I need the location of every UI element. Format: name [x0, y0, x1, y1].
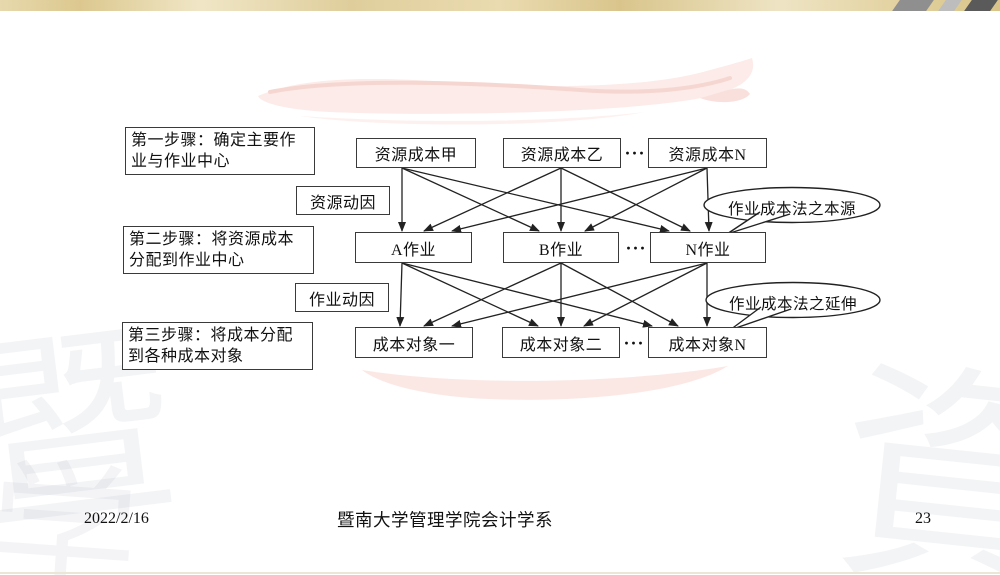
- pink-swoosh-top: [258, 58, 754, 125]
- footer-page-number: 23: [915, 510, 931, 527]
- band-decor-stripe-2: [938, 0, 962, 11]
- cost-object-box-1: 成本对象一: [355, 327, 473, 358]
- resource-cost-box-1: 资源成本甲: [356, 138, 476, 168]
- bottom-hairline: [0, 572, 1000, 574]
- ellipsis-activity-row: ···: [625, 238, 647, 258]
- activity-box-2: B作业: [503, 232, 619, 263]
- footer-department: 暨南大学管理学院会计学系: [337, 510, 553, 530]
- step-box-2: 第二步骤：将资源成本分配到作业中心: [123, 226, 314, 274]
- pink-swoosh-bottom: [362, 366, 728, 400]
- activity-box-1: A作业: [355, 232, 472, 263]
- footer-date: 2022/2/16: [84, 510, 149, 527]
- watermark-right: 資: [825, 343, 1000, 575]
- resource-driver-box: 资源动因: [296, 186, 390, 215]
- band-decor-stripe-1: [892, 0, 934, 11]
- top-accent-band: [0, 0, 1000, 11]
- callout-extension-text: 作业成本法之延伸: [728, 296, 857, 313]
- callout-origin-text: 作业成本法之本源: [727, 201, 856, 218]
- step-box-1: 第一步骤：确定主要作业与作业中心: [125, 127, 315, 175]
- band-decor-stripe-3: [964, 0, 998, 11]
- activity-box-3: N作业: [650, 232, 766, 263]
- ellipsis-resource-row: ···: [624, 143, 646, 163]
- activity-driver-box: 作业动因: [295, 283, 389, 312]
- resource-cost-box-3: 资源成本N: [648, 138, 767, 168]
- cost-object-box-2: 成本对象二: [502, 327, 620, 358]
- cost-object-box-3: 成本对象N: [648, 327, 767, 358]
- resource-cost-box-2: 资源成本乙: [503, 138, 621, 168]
- step-box-3: 第三步骤：将成本分配到各种成本对象: [122, 322, 313, 370]
- ellipsis-object-row: ···: [623, 333, 645, 353]
